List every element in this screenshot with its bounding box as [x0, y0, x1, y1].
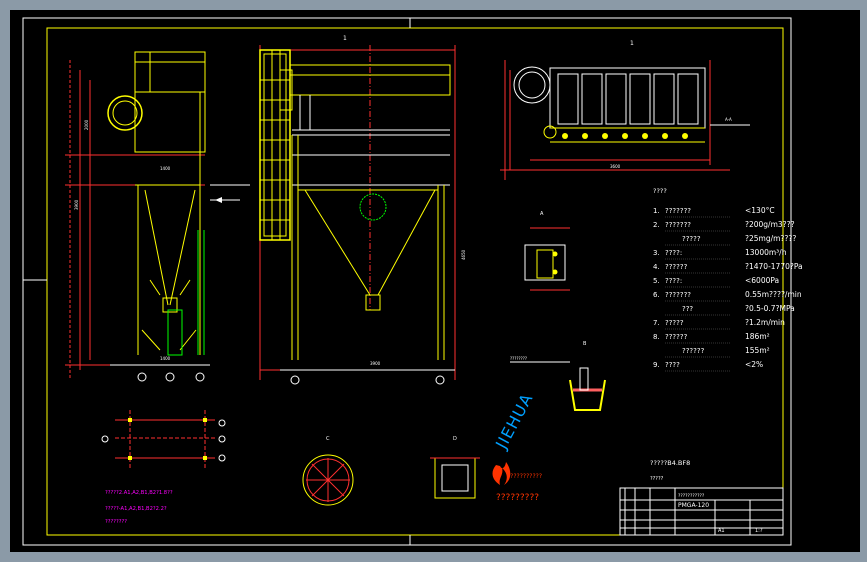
- view-label-right-top: 1: [630, 40, 634, 47]
- svg-text:A: A: [540, 211, 544, 217]
- spec-name: ??????: [665, 263, 688, 271]
- brand-block: ??????????? ?????????: [492, 462, 542, 503]
- spec-name: ????: [665, 361, 680, 369]
- svg-text:B: B: [583, 341, 587, 347]
- spec-name: ???: [682, 305, 693, 313]
- sheet-size: A1: [718, 528, 725, 534]
- specs-title: ????: [653, 187, 667, 195]
- spec-number: 7.: [653, 319, 660, 327]
- flame-logo-icon: [492, 462, 511, 485]
- svg-text:2000: 2000: [84, 119, 89, 130]
- spec-number: 2.: [653, 221, 660, 229]
- bracket-detail: A: [524, 211, 570, 291]
- spec-number: 1.: [653, 207, 660, 215]
- side-elevation-view: 3900 2000 1400 1400: [65, 51, 240, 382]
- svg-text:4650: 4650: [461, 249, 466, 260]
- drawing-name: PMGA-120: [678, 502, 709, 509]
- drawing-sheet[interactable]: 3900 2000 1400 1400 1: [10, 10, 860, 552]
- spec-number: 4.: [653, 263, 660, 271]
- spec-value: ?0.5-0.7?MPa: [745, 304, 795, 313]
- spec-value: 155m²: [745, 346, 770, 355]
- plan-view: 1: [500, 40, 750, 180]
- title-block: PMGA-120 ??????????? A1 1:?: [619, 487, 784, 536]
- spec-name: ??????: [665, 333, 688, 341]
- note-line-3: ????????: [105, 519, 127, 525]
- spec-value: <130°C: [745, 206, 775, 215]
- spec-number: 9.: [653, 361, 660, 369]
- company-name: ???????????: [678, 493, 705, 499]
- spec-number: 5.: [653, 277, 660, 285]
- spec-name: ????:: [665, 277, 682, 285]
- spec-number: 8.: [653, 333, 660, 341]
- note-line-2: ?????-A1,A2,B1,B2?2.2?: [105, 506, 167, 512]
- svg-text:3900: 3900: [370, 361, 381, 366]
- spec-value: ?25mg/m????: [745, 234, 796, 243]
- spec-number: 3.: [653, 249, 660, 257]
- view-label-top: 1: [343, 35, 347, 42]
- reference-sub: ?????: [650, 476, 664, 482]
- detail-caption: ????????: [510, 356, 527, 361]
- outer-frame: [22, 17, 792, 546]
- spec-value: 0.55m????/min: [745, 290, 802, 299]
- spec-value: <6000Pa: [745, 276, 779, 285]
- svg-text:D: D: [453, 436, 457, 442]
- spec-name: ?????: [682, 235, 701, 243]
- note-line-1: ?????2.A1,A2,B1,B2?1.8??: [105, 490, 173, 496]
- watermark: JIEHUA: [491, 390, 537, 453]
- spec-name: ?????: [665, 319, 684, 327]
- svg-text:3600: 3600: [610, 164, 621, 169]
- spec-value: 13000m³/h: [745, 248, 787, 257]
- drawing-scale: 1:?: [755, 528, 763, 534]
- svg-text:C: C: [326, 436, 330, 442]
- spec-number: 6.: [653, 291, 660, 299]
- spec-value: ?1.2m/min: [745, 318, 785, 327]
- svg-text:3900: 3900: [74, 199, 79, 210]
- svg-text:1400: 1400: [160, 166, 171, 171]
- spec-name: ???????: [665, 291, 691, 299]
- spec-value: 186m²: [745, 332, 770, 341]
- square-section-detail: D: [430, 436, 480, 499]
- brand-text: ???????????: [507, 473, 542, 480]
- svg-text:1400: 1400: [160, 356, 171, 361]
- foundation-plan: ?????2.A1,A2,B1,B2?1.8?? ?????-A1,A2,B1,…: [101, 410, 226, 525]
- spec-value: ?1470-1770?Pa: [745, 262, 803, 271]
- reference-label: ?????B4.BF8: [650, 459, 690, 467]
- spec-name: ????:: [665, 249, 682, 257]
- specifications-table: ???? 1.??????? <130°C 2.??????? ?200g/m3???…: [653, 187, 803, 372]
- spec-value: <2%: [745, 360, 763, 369]
- spec-name: ???????: [665, 221, 691, 229]
- spec-name: ??????: [682, 347, 705, 355]
- drawing-canvas[interactable]: 3900 2000 1400 1400 1: [10, 10, 860, 552]
- nozzle-detail: B ????????: [510, 341, 606, 411]
- svg-text:A-A: A-A: [725, 117, 732, 122]
- inner-border: [46, 27, 784, 536]
- brand-sub: ?????????: [496, 493, 539, 503]
- front-elevation-view: 1: [210, 35, 466, 385]
- spec-value: ?200g/m3???: [745, 220, 795, 229]
- spec-name: ???????: [665, 207, 691, 215]
- flange-detail: C: [302, 436, 354, 506]
